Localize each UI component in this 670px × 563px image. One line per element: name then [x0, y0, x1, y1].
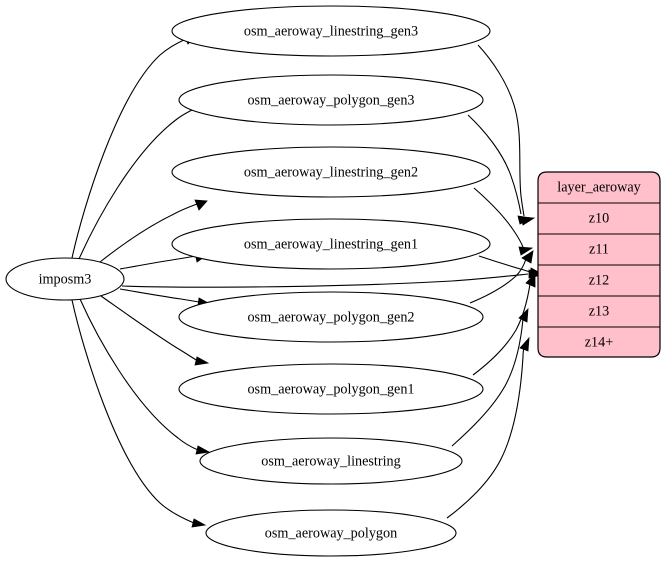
edge-imposm3-to-osm_aeroway_polygon: [71, 299, 207, 528]
edge-osm_aeroway_polygon_gen3-to-z10: [467, 114, 533, 225]
edge-imposm3-to-osm_aeroway_linestring: [79, 298, 211, 455]
table-row-z11-label[interactable]: z11: [589, 241, 609, 257]
node-osm_aeroway_linestring_gen1[interactable]: osm_aeroway_linestring_gen1: [171, 218, 491, 270]
table-row-z14-label[interactable]: z14+: [585, 334, 614, 350]
node-osm_aeroway_polygon_gen2[interactable]: osm_aeroway_polygon_gen2: [178, 291, 484, 343]
node-osm_aeroway_linestring_gen1-label: osm_aeroway_linestring_gen1: [244, 236, 418, 252]
node-imposm3[interactable]: imposm3: [5, 257, 125, 301]
edge-osm_aeroway_linestring-to-z13: [451, 307, 529, 447]
table-row-z13-label[interactable]: z13: [589, 303, 610, 319]
node-osm_aeroway_polygon_gen3[interactable]: osm_aeroway_polygon_gen3: [178, 74, 484, 126]
node-imposm3-label: imposm3: [39, 271, 92, 287]
node-osm_aeroway_polygon-label: osm_aeroway_polygon: [265, 525, 397, 541]
edge-imposm3-to-osm_aeroway_linestring_gen3: [71, 34, 197, 259]
edge-imposm3-to-z12: [121, 269, 543, 288]
node-osm_aeroway_polygon_gen1-label: osm_aeroway_polygon_gen1: [247, 381, 414, 397]
edge-imposm3-to-osm_aeroway_polygon_gen2: [119, 288, 212, 307]
edge-osm_aeroway_linestring_gen2-to-z11: [473, 187, 534, 256]
node-osm_aeroway_linestring[interactable]: osm_aeroway_linestring: [199, 437, 463, 485]
edge-osm_aeroway_polygon_gen1-to-z12: [472, 273, 536, 376]
node-osm_aeroway_linestring-label: osm_aeroway_linestring: [261, 453, 400, 469]
table-row-z10-label[interactable]: z10: [589, 210, 610, 226]
node-osm_aeroway_linestring_gen3[interactable]: osm_aeroway_linestring_gen3: [171, 5, 491, 57]
node-osm_aeroway_polygon[interactable]: osm_aeroway_polygon: [205, 509, 457, 557]
edge-imposm3-to-osm_aeroway_polygon_gen1: [100, 295, 210, 366]
table-row-z12-label[interactable]: z12: [589, 272, 610, 288]
node-osm_aeroway_linestring_gen2[interactable]: osm_aeroway_linestring_gen2: [171, 146, 491, 198]
edge-imposm3-to-osm_aeroway_linestring_gen2: [99, 199, 208, 263]
node-osm_aeroway_polygon_gen2-label: osm_aeroway_polygon_gen2: [247, 309, 414, 325]
edge-osm_aeroway_polygon_gen2-to-z11: [469, 250, 534, 304]
edge-osm_aeroway_polygon-to-z14: [446, 336, 530, 519]
node-layer_aeroway-table[interactable]: layer_aeroway z10 z11 z12 z13 z14+: [537, 171, 661, 358]
node-osm_aeroway_polygon_gen1[interactable]: osm_aeroway_polygon_gen1: [178, 363, 484, 415]
node-osm_aeroway_linestring_gen2-label: osm_aeroway_linestring_gen2: [244, 164, 418, 180]
node-osm_aeroway_polygon_gen3-label: osm_aeroway_polygon_gen3: [247, 92, 414, 108]
table-header-label: layer_aeroway: [557, 179, 641, 195]
node-osm_aeroway_linestring_gen3-label: osm_aeroway_linestring_gen3: [244, 23, 418, 39]
